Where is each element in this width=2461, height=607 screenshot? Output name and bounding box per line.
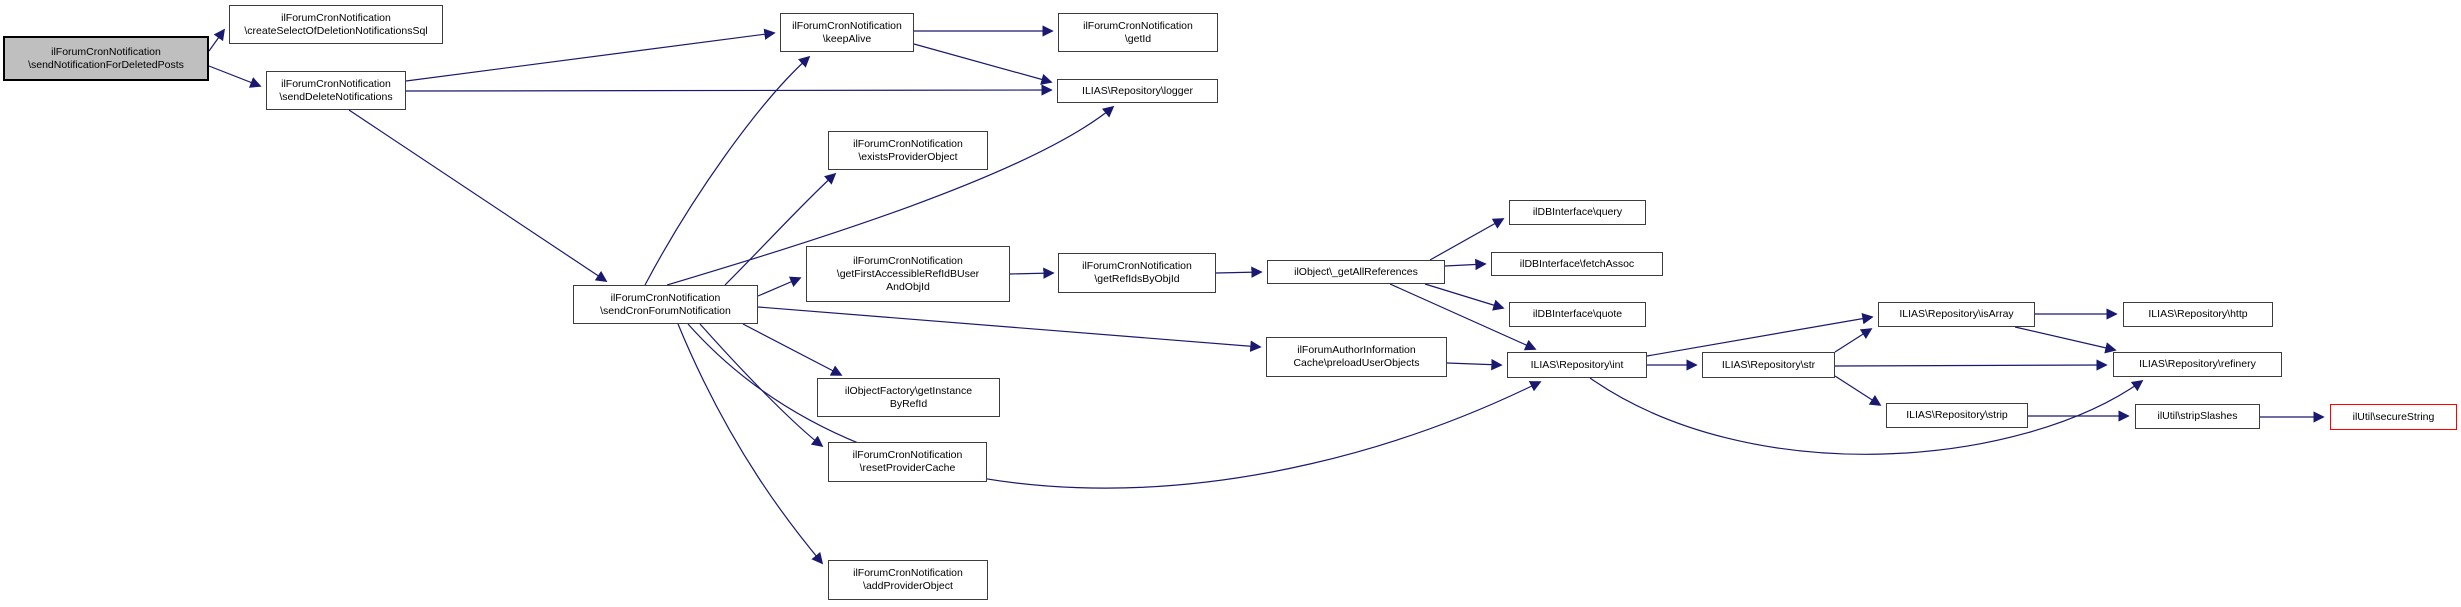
node-label-line: \sendDeleteNotifications xyxy=(279,90,393,103)
edge-getFirstAccessibleRefIdBUserAndObjId-getRefIdsByObjId xyxy=(1009,267,1055,279)
edge-str-isArray xyxy=(1834,328,1873,353)
node-label-line: ilDBInterface\query xyxy=(1532,206,1623,218)
node-label-line: ilForumCronNotification xyxy=(852,449,963,461)
node-keepAlive[interactable]: ilForumCronNotification \keepAlive xyxy=(780,13,914,52)
edge-int-refinery xyxy=(1589,377,2144,455)
edge-sendDeleteNotifications-keepAlive xyxy=(405,28,776,82)
node-label-line: \addProviderObject xyxy=(863,580,953,592)
node-label-line: \getRefIdsByObjId xyxy=(1094,273,1180,285)
node-label-line: \getFirstAccessibleRefIdBUser xyxy=(836,267,980,280)
node-label-line: ILIAS\Repository\logger xyxy=(1082,84,1193,97)
edge-sendCronForumNotification-resetProviderCache xyxy=(699,323,824,448)
node-resetProviderCache[interactable]: ilForumCronNotification \resetProviderCa… xyxy=(828,442,987,482)
node-label-line: AndObjId xyxy=(886,280,930,293)
node-getRefIdsByObjId[interactable]: ilForumCronNotification \getRefIdsByObjI… xyxy=(1058,253,1216,293)
node-label-line: ilForumCronNotification xyxy=(792,19,902,32)
edge-int-isArray xyxy=(1646,313,1874,357)
node-label-line: ilForumAuthorInformation xyxy=(1297,344,1416,356)
node-label-line: \resetProviderCache xyxy=(859,462,956,474)
node-label-line: ilForumCronNotification xyxy=(1083,19,1193,32)
node-label-line: Cache\preloadUserObjects xyxy=(1293,357,1420,369)
edge-getAllReferences-fetchAssoc xyxy=(1444,258,1487,271)
edge-getAllReferences-query xyxy=(1429,218,1505,261)
node-label-line: ILIAS\Repository\isArray xyxy=(1899,308,2014,320)
edge-sendCronForumNotification-int xyxy=(687,323,1542,489)
node-sendCronForumNotification[interactable]: ilForumCronNotification \sendCronForumNo… xyxy=(573,285,758,324)
node-sendDeleteNotifications[interactable]: ilForumCronNotification \sendDeleteNotif… xyxy=(266,71,406,110)
node-label-line: ilUtil\stripSlashes xyxy=(2157,410,2238,422)
node-label-line: \getId xyxy=(1124,32,1152,45)
node-label-line: ILIAS\Repository\http xyxy=(2148,308,2248,320)
edge-preloadUserObjects-int xyxy=(1446,358,1503,371)
node-label-line: ilForumCronNotification xyxy=(610,291,721,304)
node-label-line: ilObjectFactory\getInstance xyxy=(844,384,973,397)
node-label-line: ilForumCronNotification xyxy=(853,254,963,267)
node-getId[interactable]: ilForumCronNotification \getId xyxy=(1058,13,1218,52)
edge-isArray-refinery xyxy=(2014,326,2117,354)
node-label-line: \keepAlive xyxy=(822,32,872,45)
edge-getAllReferences-int xyxy=(1389,283,1537,351)
edge-str-strip xyxy=(1834,375,1882,406)
node-secureString[interactable]: ilUtil\secureString xyxy=(2330,404,2457,430)
node-stripSlashes[interactable]: ilUtil\stripSlashes xyxy=(2135,404,2260,429)
edge-sendDeleteNotifications-sendCronForumNotification xyxy=(348,109,608,282)
edge-sendDeleteNotifications-logger xyxy=(405,84,1053,96)
node-int[interactable]: ILIAS\Repository\int xyxy=(1507,352,1647,378)
edge-sendCronForumNotification-keepAlive xyxy=(644,55,811,286)
edge-sendCronForumNotification-getFirstAccessibleRefIdBUserAndObjId xyxy=(757,276,802,297)
node-label-line: ilForumCronNotification xyxy=(1082,260,1192,272)
node-getInstanceByRefId[interactable]: ilObjectFactory\getInstance ByRefId xyxy=(817,378,1000,417)
node-label-line: ilForumCronNotification xyxy=(853,137,963,150)
node-str[interactable]: ILIAS\Repository\str xyxy=(1702,352,1835,378)
node-label-line: ByRefId xyxy=(889,397,928,410)
node-sendNotificationForDeletedPosts[interactable]: ilForumCronNotification \sendNotificatio… xyxy=(3,36,209,81)
node-quote[interactable]: ilDBInterface\quote xyxy=(1509,302,1646,327)
node-isArray[interactable]: ILIAS\Repository\isArray xyxy=(1878,302,2035,327)
edge-str-refinery xyxy=(1834,359,2108,371)
node-preloadUserObjects[interactable]: ilForumAuthorInformation Cache\preloadUs… xyxy=(1266,337,1447,377)
edge-sendCronForumNotification-existsProviderObject xyxy=(724,172,837,286)
node-label-line: ILIAS\Repository\str xyxy=(1721,358,1816,371)
edge-sendCronForumNotification-getInstanceByRefId xyxy=(742,323,843,376)
edge-sendCronForumNotification-addProviderObject xyxy=(677,323,824,565)
node-label-line: \sendNotificationForDeletedPosts xyxy=(28,58,184,71)
node-getAllReferences[interactable]: ilObject\_getAllReferences xyxy=(1267,260,1445,284)
edge-sendCronForumNotification-preloadUserObjects xyxy=(757,306,1262,352)
edge-getAllReferences-quote xyxy=(1424,283,1505,311)
edge-sendNotificationForDeletedPosts-sendDeleteNotifications xyxy=(208,65,262,88)
node-createSelectOfDeletionNotificationsSql[interactable]: ilForumCronNotification \createSelectOfD… xyxy=(229,5,443,44)
node-label-line: ilForumCronNotification xyxy=(281,11,391,24)
node-label-line: ilForumCronNotification xyxy=(281,77,391,90)
node-label-line: \createSelectOfDeletionNotificationsSql xyxy=(244,24,428,37)
node-label-line: ilObject\_getAllReferences xyxy=(1294,265,1418,278)
node-query[interactable]: ilDBInterface\query xyxy=(1509,200,1646,225)
node-logger[interactable]: ILIAS\Repository\logger xyxy=(1057,79,1218,103)
node-fetchAssoc[interactable]: ilDBInterface\fetchAssoc xyxy=(1491,252,1663,276)
node-label-line: \sendCronForumNotification xyxy=(600,304,731,317)
node-http[interactable]: ILIAS\Repository\http xyxy=(2123,302,2273,327)
node-label-line: ilUtil\secureString xyxy=(2352,410,2435,423)
edge-getRefIdsByObjId-getAllReferences xyxy=(1215,266,1263,278)
node-label-line: \existsProviderObject xyxy=(858,150,958,163)
node-label-line: ILIAS\Repository\int xyxy=(1530,358,1624,371)
node-label-line: ILIAS\Repository\strip xyxy=(1906,409,2008,421)
node-label-line: ilDBInterface\fetchAssoc xyxy=(1519,257,1635,270)
node-label-line: ILIAS\Repository\refinery xyxy=(2139,358,2256,370)
node-strip[interactable]: ILIAS\Repository\strip xyxy=(1886,403,2028,428)
edge-sendNotificationForDeletedPosts-createSelectOfDeletionNotificationsSql xyxy=(208,28,225,52)
node-label-line: ilDBInterface\quote xyxy=(1532,308,1623,320)
node-existsProviderObject[interactable]: ilForumCronNotification \existsProviderO… xyxy=(828,131,988,170)
edge-sendCronForumNotification-logger xyxy=(666,105,1115,286)
node-getFirstAccessibleRefIdBUserAndObjId[interactable]: ilForumCronNotification \getFirstAccessi… xyxy=(806,246,1010,302)
node-addProviderObject[interactable]: ilForumCronNotification \addProviderObje… xyxy=(828,560,988,600)
node-label-line: ilForumCronNotification xyxy=(853,567,963,579)
edge-keepAlive-logger xyxy=(913,43,1053,85)
node-label-line: ilForumCronNotification xyxy=(51,45,161,58)
node-refinery[interactable]: ILIAS\Repository\refinery xyxy=(2113,352,2282,377)
